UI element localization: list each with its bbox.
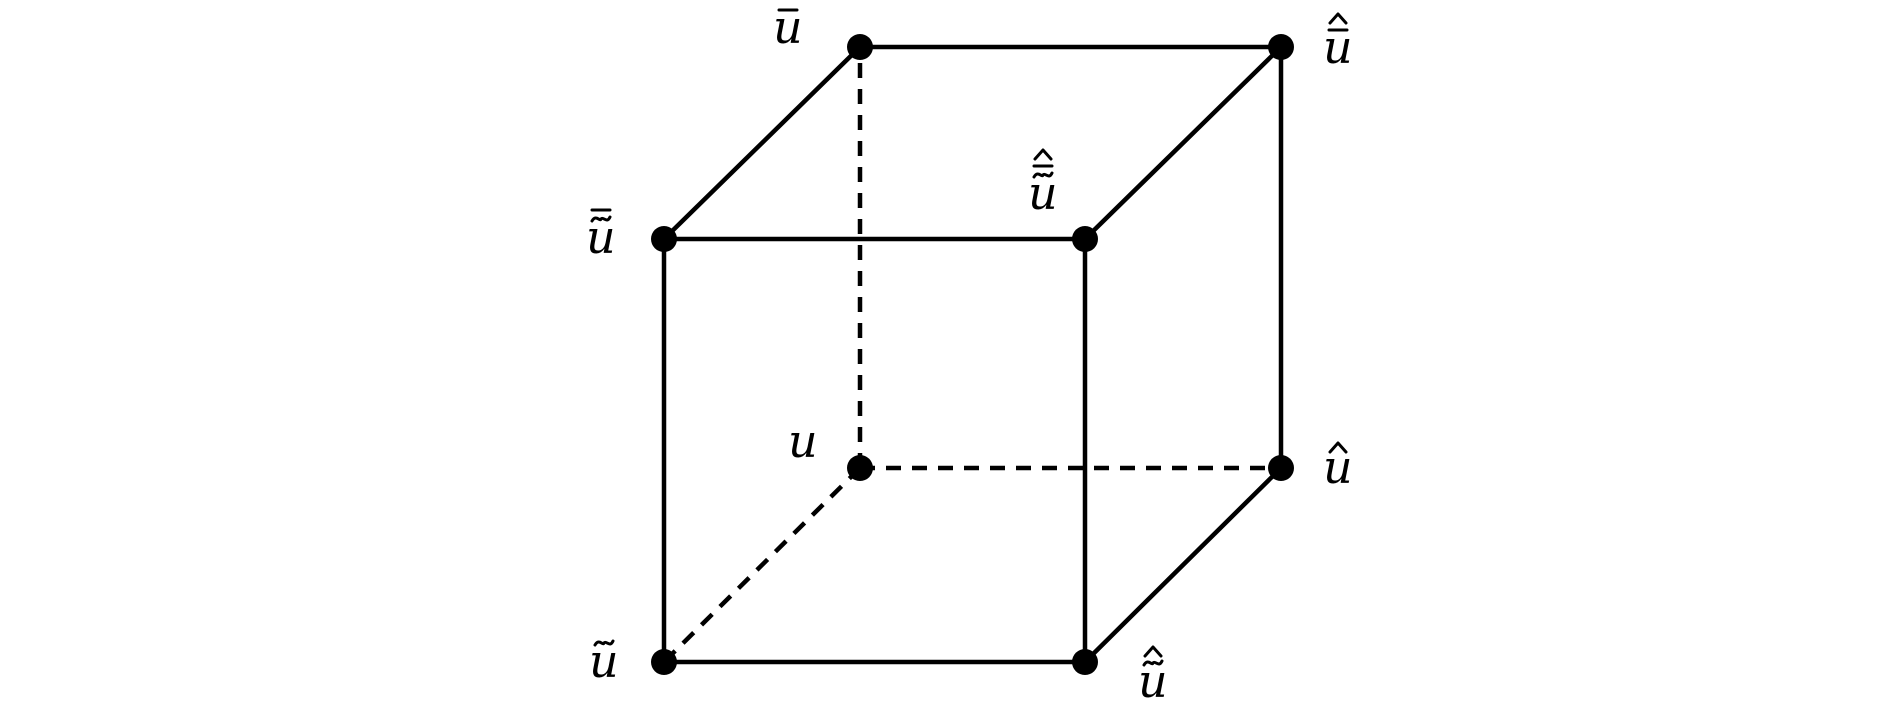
vertex-dot-u_bar <box>847 34 873 60</box>
vertex-label-text: u <box>1323 440 1353 494</box>
hat-accent <box>1143 645 1163 658</box>
vertex-label-u_hat_tilde: u <box>1138 645 1168 708</box>
hat-accent <box>1328 12 1348 25</box>
vertex-label-u: u <box>788 414 818 468</box>
vertex-dot-u_hat_bar <box>1268 34 1294 60</box>
vertex-label-text: u <box>788 414 818 468</box>
vertex-label-u_tilde_bar: u <box>586 208 616 264</box>
edges <box>661 44 1284 665</box>
vertex-label-text: u <box>773 0 803 54</box>
vertex-dot-u_hat_tilde <box>1072 649 1098 675</box>
edge-u-u_tilde-dashed <box>662 466 862 664</box>
vertex-dot-u_hat_tilde_bar <box>1072 226 1098 252</box>
edge-u_bar-u_tilde_bar <box>661 44 863 242</box>
edge-u_hat_bar-u_hat_tilde_bar <box>1082 44 1284 242</box>
vertex-label-u_hat_tilde_bar: u <box>1028 148 1058 220</box>
vertex-dot-u_hat <box>1268 455 1294 481</box>
vertex-label-u_bar: u <box>773 0 803 54</box>
vertex-label-u_tilde: u <box>589 634 619 688</box>
vertex-dot-u <box>847 455 873 481</box>
tilde-accent <box>1032 171 1054 179</box>
hat-accent <box>1328 441 1348 454</box>
vertex-label-text: u <box>1323 20 1353 74</box>
vertex-dot-u_tilde <box>651 649 677 675</box>
vertex-label-u_hat: u <box>1323 440 1353 494</box>
vertex-labels: u u u u u u u u <box>586 0 1353 708</box>
edge-u_hat-u_hat_tilde <box>1082 465 1284 665</box>
tilde-accent <box>1142 659 1164 667</box>
vertex-label-u_hat_bar: u <box>1323 12 1353 74</box>
vertex-dots <box>651 34 1294 675</box>
hat-accent <box>1033 148 1053 161</box>
tilde-accent <box>590 215 612 223</box>
vertex-dot-u_tilde_bar <box>651 226 677 252</box>
tilde-accent <box>593 639 615 647</box>
